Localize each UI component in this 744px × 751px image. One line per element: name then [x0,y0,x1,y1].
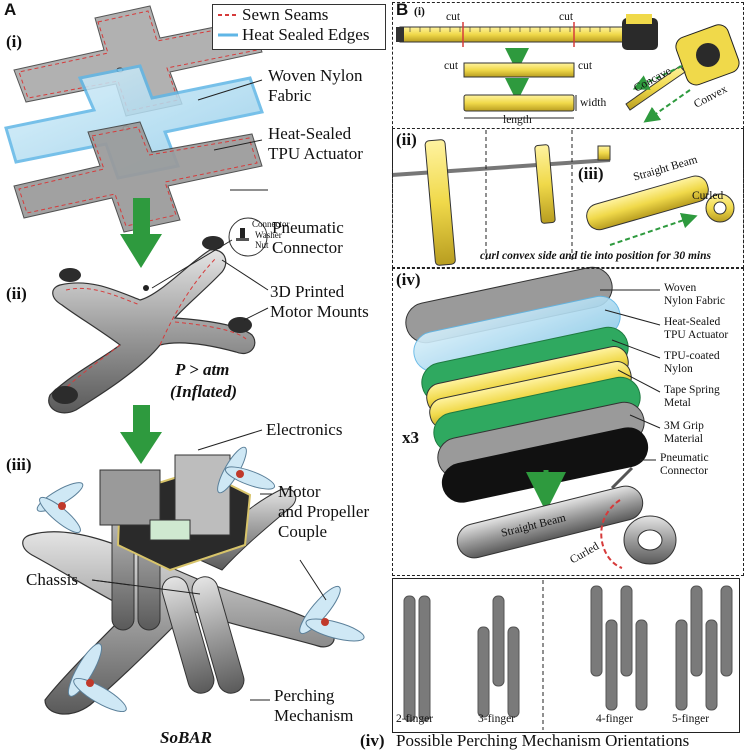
layer-3-line2: Nylon [664,363,693,375]
legend-sewn-seams: Sewn Seams [242,5,329,24]
inflated-cross [48,236,256,414]
pressure-label-1: P > atm [175,360,230,379]
layer-2-line1: Heat-Sealed [664,316,721,328]
step-b-i: (i) [414,6,425,18]
layer-4-line2: Metal [664,397,691,409]
trimmed-segment [463,94,575,112]
curl-instruction: curl convex side and tie into position f… [480,250,711,262]
cut-segment [463,62,575,78]
layer-3-line1: TPU-coated [664,350,720,362]
washer-tag: Washer [255,230,282,240]
motor-mounts-label-1: 3D Printed [270,282,345,301]
multiplier-label: x3 [402,428,419,447]
layer-2-line2: TPU Actuator [664,329,729,341]
layer-6-line2: Connector [660,465,708,477]
woven-nylon-label-2: Fabric [268,86,312,105]
woven-nylon-cross-bottom [13,121,263,233]
straight-beam-iii [586,175,709,231]
layer-5-line2: Material [664,433,703,445]
step-b-iv: (iv) [396,270,421,289]
cut-label-2: cut [559,11,574,23]
layer-6-line1: Pneumatic [660,452,709,464]
step-a-iii: (iii) [6,455,32,474]
step-a-i: (i) [6,32,23,51]
layer-4-line1: Tape Spring [664,384,720,396]
assembled-beam [456,485,644,559]
finger-label-4: 4-finger [596,713,634,725]
legend-heat-sealed: Heat Sealed Edges [242,25,370,44]
layer-stack [405,266,649,503]
tape-measure-strip [396,14,658,50]
pneumatic-label-2: Connector [272,238,343,257]
layer-1-line2: Nylon Fabric [664,295,726,307]
finger-label-3: 3-finger [478,713,516,725]
tape-measure-body [625,24,740,111]
finger-label-5: 5-finger [672,713,710,725]
pressure-label-2: (Inflated) [170,382,238,401]
layer-5-line1: 3M Grip [664,420,704,432]
perching-label-1: Perching [274,686,335,705]
step-a-ii: (ii) [6,284,27,303]
step-b-ii: (ii) [396,130,417,149]
cut-label-1: cut [446,11,461,23]
width-label: width [580,97,607,109]
tpu-label-1: Heat-Sealed [268,124,352,143]
tpu-label-2: TPU Actuator [268,144,363,163]
curled-label-iii: Curled [692,190,724,202]
chassis-label: Chassis [26,570,78,589]
cut-label-3: cut [444,60,459,72]
motor-label-3: Couple [278,522,328,541]
cut-label-4: cut [578,60,593,72]
connector-tag: Connector [252,219,290,229]
nut-tag: Nut [255,240,269,250]
layer-1-line1: Woven [664,282,697,294]
arrow-down-1 [120,198,162,268]
caption-step: (iv) [360,731,385,750]
electronics-label: Electronics [266,420,343,439]
length-label: length [503,114,532,126]
woven-nylon-label-1: Woven Nylon [268,66,363,85]
caption-text: Possible Perching Mechanism Orientations [396,731,690,750]
step-b-iii: (iii) [578,164,604,183]
finger-label-2: 2-finger [396,713,434,725]
motor-label-1: Motor [278,482,321,501]
sobar-label: SoBAR [160,728,212,747]
pneumatic-label-1: Pneumatic [272,218,344,237]
panel-orientations [392,578,740,733]
tied-strip-1 [424,139,456,266]
legend-box [212,4,386,50]
finger-diagrams [403,585,733,722]
arrow-down-2 [120,405,162,464]
connector-inset [228,217,268,257]
motor-mounts-label-2: Motor Mounts [270,302,369,321]
perching-label-2: Mechanism [274,706,354,725]
motor-label-2: and Propeller [278,502,370,521]
panel-a-letter: A [4,0,17,19]
sobar-drone [22,446,365,715]
tied-strip-2 [534,144,556,224]
panel-b-letter: B [396,0,409,19]
